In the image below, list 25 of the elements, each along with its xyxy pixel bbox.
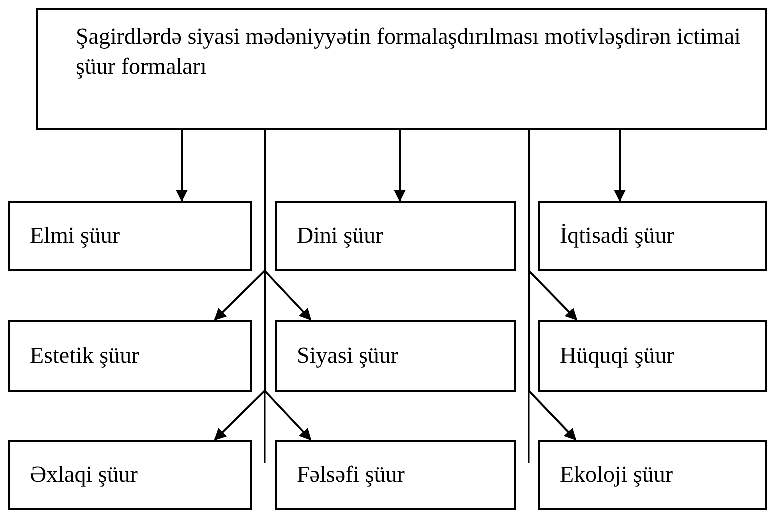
category-box <box>8 320 252 392</box>
category-box <box>275 440 516 510</box>
category-box <box>538 440 767 510</box>
category-box <box>8 201 252 271</box>
box-label: Hüquqi şüur <box>560 342 676 370</box>
category-box <box>8 440 252 510</box>
category-box <box>275 201 516 271</box>
box-label: Estetik şüur <box>30 342 140 370</box>
category-box <box>538 320 767 392</box>
box-label: Elmi şüur <box>30 222 122 250</box>
box-label: Əxlaqi şüur <box>30 461 139 489</box>
arrow <box>176 130 188 202</box>
arrow <box>264 130 312 441</box>
category-box <box>275 320 516 392</box>
box-label: Dini şüur <box>297 222 384 250</box>
box-label: Siyasi şüur <box>297 342 400 370</box>
box-label: Ekoloji şüur <box>560 461 674 489</box>
arrow <box>614 130 626 202</box>
heading-text: Şagirdlərdə siyasi mədəniyyətin formalaşdırılması motivləşdirən ictimai şüur formaları <box>76 23 742 81</box>
box-label: İqtisadi şüur <box>560 222 676 250</box>
box-label: Fəlsəfi şüur <box>297 461 406 489</box>
category-box <box>538 201 767 271</box>
arrow <box>528 130 577 441</box>
title-box <box>36 8 767 130</box>
arrow <box>394 130 406 202</box>
